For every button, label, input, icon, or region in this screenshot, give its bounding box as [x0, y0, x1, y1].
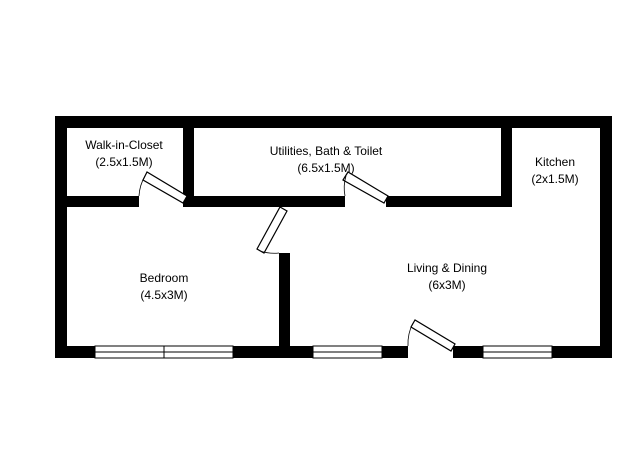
window-bedroom	[94, 345, 234, 359]
label-kitchen-name: Kitchen	[535, 155, 575, 169]
wall-closet-bath-bottom	[183, 196, 345, 207]
outer-wall-bottom-4	[453, 346, 483, 358]
interior-walls	[55, 116, 512, 358]
outer-wall-bottom-1	[55, 346, 95, 358]
label-living-name: Living & Dining	[407, 261, 487, 275]
room-labels: Walk-in-Closet (2.5x1.5M) Utilities, Bat…	[85, 138, 578, 302]
wall-bath-kitchen	[501, 116, 512, 207]
label-bath-name: Utilities, Bath & Toilet	[270, 144, 383, 158]
wall-closet-bottom	[55, 196, 139, 207]
window-kitchen	[482, 345, 553, 359]
windows	[94, 345, 553, 359]
wall-bedroom-living	[279, 253, 290, 358]
label-bedroom-name: Bedroom	[140, 271, 189, 285]
wall-closet-bath	[183, 116, 194, 207]
label-bedroom-dims: (4.5x3M)	[140, 288, 187, 302]
doors	[138, 171, 456, 352]
door-entry	[407, 319, 456, 352]
outer-wall-bottom-2	[233, 346, 313, 358]
label-living-dims: (6x3M)	[428, 278, 465, 292]
label-closet-dims: (2.5x1.5M)	[95, 155, 152, 169]
outer-wall-bottom-5	[552, 346, 612, 358]
outer-wall-top	[55, 116, 612, 128]
label-closet-name: Walk-in-Closet	[85, 138, 163, 152]
outer-wall-right	[600, 116, 612, 358]
door-closet	[138, 171, 188, 204]
outer-walls	[55, 116, 612, 358]
label-kitchen-dims: (2x1.5M)	[531, 172, 578, 186]
door-bath	[342, 171, 389, 204]
window-living	[312, 345, 383, 359]
door-bedroom	[256, 206, 288, 254]
outer-wall-left	[55, 116, 67, 358]
outer-wall-bottom-3	[382, 346, 408, 358]
label-bath-dims: (6.5x1.5M)	[297, 161, 354, 175]
wall-bath-bottom	[386, 196, 512, 207]
